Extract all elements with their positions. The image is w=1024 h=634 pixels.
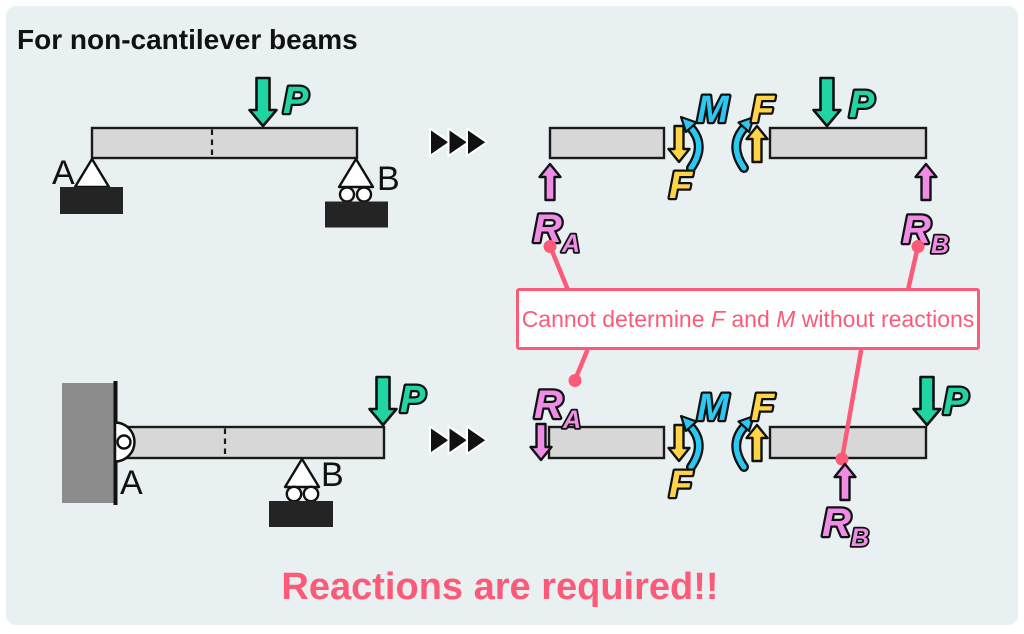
reaction-b-subscript: B <box>931 231 949 259</box>
reaction-a-subscript: A <box>562 406 581 434</box>
roller-wheel-icon <box>302 485 320 503</box>
callout-box: Cannot determine F and M without reactio… <box>516 288 980 350</box>
leader-line <box>905 243 921 293</box>
beam-segment-right <box>768 126 928 160</box>
reaction-b-subscript: B <box>851 524 869 552</box>
shear-label: F <box>669 165 694 207</box>
roller-wheel-icon <box>338 186 356 203</box>
load-label: P <box>283 80 309 122</box>
callout-text: without reactions <box>795 305 975 332</box>
free-body-top-diagram: R A M F F P R B <box>531 76 951 293</box>
callout-text: Cannot determine <box>521 305 711 332</box>
beam-segment-left <box>547 425 666 460</box>
reaction-a-arrow <box>538 162 562 202</box>
force-symbol: F <box>710 305 725 332</box>
support-a-label: A <box>52 154 75 192</box>
simply-supported-beam-diagram: P A B <box>52 76 400 228</box>
load-arrow <box>812 76 842 128</box>
shear-label: F <box>751 89 776 131</box>
shear-label: F <box>751 387 776 429</box>
load-arrow <box>368 375 398 427</box>
roller-wheel-icon <box>285 485 303 503</box>
beam <box>113 425 386 460</box>
callout-text: and <box>724 305 777 332</box>
load-label: P <box>400 379 426 421</box>
load-label: P <box>849 84 875 126</box>
beam <box>90 126 359 160</box>
reaction-b-label: R <box>822 501 851 545</box>
reaction-a-subscript: A <box>561 230 580 258</box>
leader-line <box>839 348 864 462</box>
load-arrow <box>248 76 278 128</box>
wall <box>62 383 115 503</box>
load-arrow <box>912 375 942 427</box>
leader-dot <box>568 374 582 387</box>
page-title: For non-cantilever beams <box>17 24 358 55</box>
roller-wheel-icon <box>355 186 373 203</box>
support-b-label: B <box>321 456 344 494</box>
free-body-bottom-diagram: R A M F F P R B <box>529 348 971 554</box>
leader-dot <box>911 240 925 253</box>
footer-caption: Reactions are required!! <box>281 566 719 608</box>
moment-label: M <box>697 89 730 131</box>
ground <box>325 201 388 228</box>
load-label: P <box>943 381 969 423</box>
support-a-label: A <box>120 464 143 502</box>
support-roller-icon <box>337 157 375 189</box>
leader-line <box>547 243 571 293</box>
fast-forward-icon <box>429 127 488 157</box>
shear-label: F <box>669 464 694 506</box>
ground <box>269 501 333 527</box>
reaction-b-arrow <box>914 162 938 202</box>
reaction-a-label: R <box>533 207 562 251</box>
ground <box>60 187 123 214</box>
leader-dot <box>543 240 557 253</box>
leader-dot <box>835 452 849 466</box>
fast-forward-icon <box>429 425 488 455</box>
reaction-a-label: R <box>534 383 563 427</box>
hinge-pin-icon <box>116 434 132 450</box>
support-pin-icon <box>73 157 111 189</box>
moment-label: M <box>697 387 730 429</box>
moment-symbol: M <box>776 305 796 332</box>
reaction-b-arrow <box>833 462 857 502</box>
beam-segment-left <box>548 126 666 160</box>
support-roller-icon <box>283 457 321 489</box>
support-b-label: B <box>377 160 400 198</box>
propped-beam-diagram: A B P <box>62 375 428 527</box>
